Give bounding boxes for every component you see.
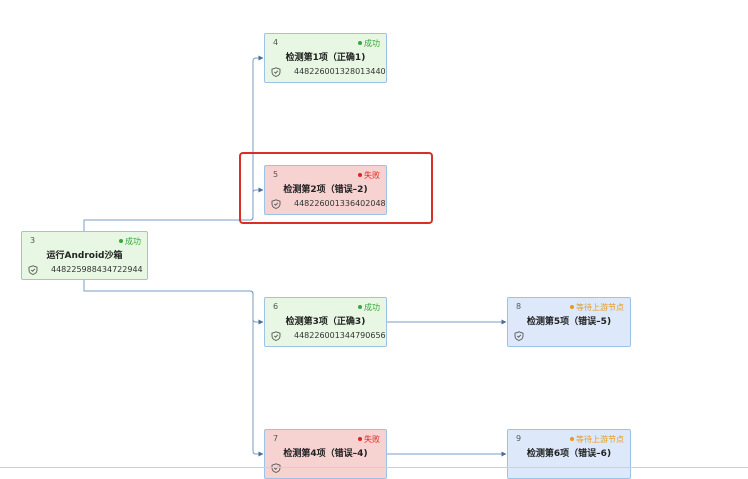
highlight-box <box>239 152 433 224</box>
edge-3-4 <box>83 55 264 231</box>
status-badge: 成功 <box>119 236 141 247</box>
status-dot-icon <box>570 436 574 441</box>
node-title: 检测第1项（正确1) <box>285 53 366 63</box>
node-8[interactable]: 8 等待上游节点检测第5项（错误–5) <box>507 297 631 347</box>
shield-check-icon <box>271 199 281 209</box>
shield-check-icon <box>28 265 38 275</box>
node-id: 7 <box>273 434 279 443</box>
node-code: 448225988434722944 <box>51 265 143 274</box>
edge-3-5 <box>83 187 264 231</box>
status-badge: 成功 <box>358 302 380 313</box>
status-dot-icon <box>358 172 362 177</box>
status-dot-icon <box>358 304 362 309</box>
node-title: 检测第4项（错误–4) <box>283 449 368 459</box>
node-id: 9 <box>516 434 522 443</box>
status-badge: 失败 <box>358 170 380 181</box>
status-label: 等待上游节点 <box>576 435 624 444</box>
bottom-divider <box>0 467 748 468</box>
edge-3-7 <box>83 280 264 457</box>
status-label: 成功 <box>125 237 141 246</box>
status-badge: 成功 <box>358 38 380 49</box>
status-badge: 等待上游节点 <box>570 302 624 313</box>
status-dot-icon <box>119 238 123 243</box>
status-label: 等待上游节点 <box>576 303 624 312</box>
node-code: 448226001328013440 <box>294 67 386 76</box>
status-dot-icon <box>358 40 362 45</box>
node-5[interactable]: 5 失败检测第2项（错误–2) 448226001336402048 <box>264 165 387 215</box>
status-label: 成功 <box>364 303 380 312</box>
node-4[interactable]: 4 成功检测第1项（正确1) 448226001328013440 <box>264 33 387 83</box>
status-label: 失败 <box>364 171 380 180</box>
shield-check-icon <box>271 67 281 77</box>
node-3[interactable]: 3 成功运行Android沙箱 448225988434722944 <box>21 231 148 280</box>
node-id: 5 <box>273 170 279 179</box>
node-title: 运行Android沙箱 <box>46 251 123 261</box>
node-id: 6 <box>273 302 279 311</box>
node-6[interactable]: 6 成功检测第3项（正确3) 448226001344790656 <box>264 297 387 347</box>
status-badge: 失败 <box>358 434 380 445</box>
node-id: 8 <box>516 302 522 311</box>
node-id: 4 <box>273 38 279 47</box>
shield-check-icon <box>271 331 281 341</box>
node-title: 检测第2项（错误–2) <box>283 185 368 195</box>
shield-check-icon <box>514 331 524 341</box>
shield-check-icon <box>271 463 281 473</box>
status-dot-icon <box>570 304 574 309</box>
node-title: 检测第6项（错误–6) <box>526 449 612 459</box>
node-title: 检测第3项（正确3) <box>285 317 366 327</box>
node-9[interactable]: 9 等待上游节点检测第6项（错误–6) <box>507 429 631 479</box>
status-badge: 等待上游节点 <box>570 434 624 445</box>
node-code: 448226001336402048 <box>294 199 386 208</box>
edge-3-6 <box>83 280 264 325</box>
status-label: 失败 <box>364 435 380 444</box>
node-id: 3 <box>30 236 36 245</box>
node-7[interactable]: 7 失败检测第4项（错误–4) <box>264 429 387 479</box>
status-label: 成功 <box>364 39 380 48</box>
status-dot-icon <box>358 436 362 441</box>
node-code: 448226001344790656 <box>294 331 386 340</box>
node-title: 检测第5项（错误–5) <box>526 317 612 327</box>
